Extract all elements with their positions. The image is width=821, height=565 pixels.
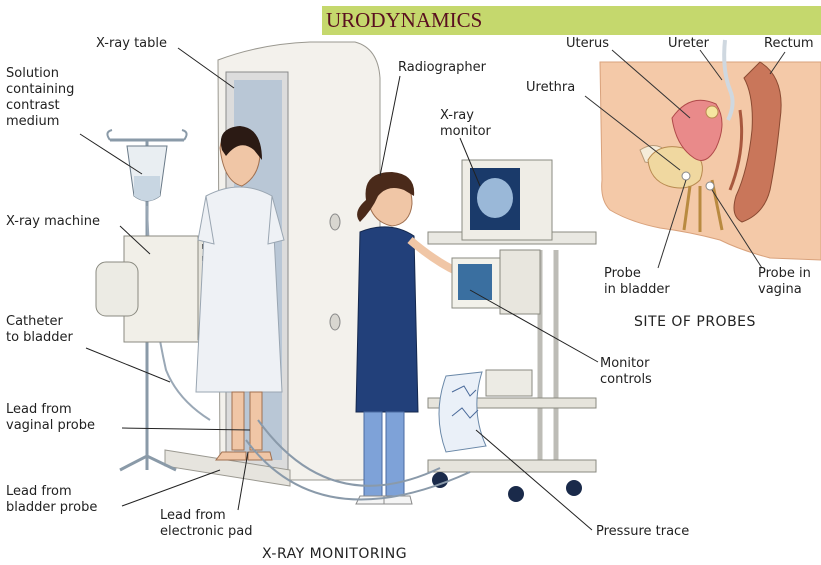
- caption-xray-monitoring: X-RAY MONITORING: [262, 546, 407, 562]
- label-xray-monitor: X-ray monitor: [440, 108, 491, 140]
- label-uterus: Uterus: [566, 36, 609, 52]
- label-probe-bladder: Probe in bladder: [604, 266, 670, 298]
- label-probe-vagina: Probe in vagina: [758, 266, 811, 298]
- label-xray-table: X-ray table: [96, 36, 167, 52]
- label-ureter: Ureter: [668, 36, 709, 52]
- label-urethra: Urethra: [526, 80, 575, 96]
- monitor-cart: [428, 160, 596, 502]
- label-rectum: Rectum: [764, 36, 814, 52]
- label-monitor-controls: Monitor controls: [600, 356, 652, 388]
- label-lead-vaginal: Lead from vaginal probe: [6, 402, 95, 434]
- label-pressure-trace: Pressure trace: [596, 524, 689, 540]
- label-catheter: Catheter to bladder: [6, 314, 73, 346]
- anatomy-inset: [585, 40, 821, 268]
- caption-site-of-probes: SITE OF PROBES: [634, 314, 756, 330]
- label-lead-bladder: Lead from bladder probe: [6, 484, 97, 516]
- label-lead-pad: Lead from electronic pad: [160, 508, 252, 540]
- label-radiographer: Radiographer: [398, 60, 486, 76]
- label-xray-machine: X-ray machine: [6, 214, 100, 230]
- label-solution: Solution containing contrast medium: [6, 66, 74, 130]
